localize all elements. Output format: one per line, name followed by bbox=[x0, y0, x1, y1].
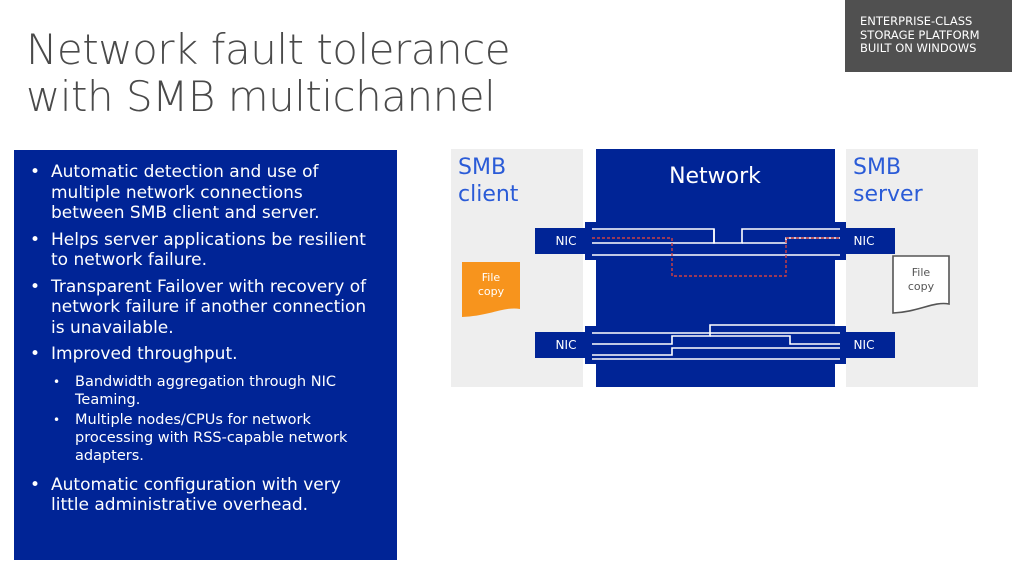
bullet-list: Automatic detection and use of multiple … bbox=[28, 162, 377, 516]
link-path bbox=[592, 228, 840, 244]
bottom-links bbox=[592, 324, 840, 360]
badge-line-3: BUILT ON WINDOWS bbox=[860, 41, 977, 55]
slide-title: Network fault tolerance with SMB multich… bbox=[26, 25, 511, 121]
nic-label: NIC bbox=[556, 234, 577, 248]
server-label-line-1: SMB bbox=[853, 155, 901, 180]
bullet-item-throughput: Improved throughput. Bandwidth aggregati… bbox=[28, 344, 377, 465]
file-icon bbox=[462, 262, 520, 317]
client-file: File copy bbox=[462, 262, 520, 317]
network-label: Network bbox=[669, 164, 761, 189]
failed-link bbox=[592, 237, 840, 277]
client-label-line-1: SMB bbox=[458, 155, 506, 180]
server-nic-top: NIC bbox=[834, 222, 895, 260]
client-label-line-2: client bbox=[458, 182, 519, 207]
title-line-2: with SMB multichannel bbox=[26, 72, 496, 121]
title-line-1: Network fault tolerance bbox=[26, 25, 511, 74]
badge-line-1: ENTERPRISE-CLASS bbox=[860, 14, 973, 28]
bullet-item: Automatic configuration with very little… bbox=[28, 475, 377, 516]
nic-label: NIC bbox=[854, 338, 875, 352]
nic-label: NIC bbox=[854, 234, 875, 248]
server-file-line-2: copy bbox=[908, 280, 935, 293]
link-path bbox=[592, 229, 715, 244]
link-path bbox=[592, 324, 840, 345]
server-nic-bottom: NIC bbox=[834, 326, 895, 364]
link-path bbox=[592, 347, 840, 356]
file-icon bbox=[892, 255, 950, 314]
bullet-item: Helps server applications be resilient t… bbox=[28, 230, 377, 271]
failed-link-path bbox=[592, 237, 840, 277]
link-path bbox=[710, 335, 840, 345]
server-file-line-1: File bbox=[912, 266, 931, 279]
bullet-item: Automatic detection and use of multiple … bbox=[28, 162, 377, 224]
client-nic-top: NIC bbox=[535, 222, 597, 260]
nic-label: NIC bbox=[556, 338, 577, 352]
platform-badge: ENTERPRISE-CLASS STORAGE PLATFORM BUILT … bbox=[845, 0, 1012, 72]
server-label-line-2: server bbox=[853, 182, 924, 207]
sub-bullet-item: Multiple nodes/CPUs for network processi… bbox=[51, 411, 377, 465]
client-nic-bottom: NIC bbox=[535, 326, 597, 364]
client-file-line-2: copy bbox=[478, 285, 505, 298]
sub-bullet-item: Bandwidth aggregation through NIC Teamin… bbox=[51, 373, 377, 409]
badge-line-2: STORAGE PLATFORM bbox=[860, 27, 980, 42]
bullet-text: Improved throughput. bbox=[51, 344, 238, 364]
bullet-item: Transparent Failover with recovery of ne… bbox=[28, 277, 377, 339]
client-file-line-1: File bbox=[482, 271, 501, 284]
bullet-panel: Automatic detection and use of multiple … bbox=[14, 150, 397, 560]
server-file: File copy bbox=[892, 255, 950, 314]
sub-bullet-list: Bandwidth aggregation through NIC Teamin… bbox=[51, 373, 377, 465]
